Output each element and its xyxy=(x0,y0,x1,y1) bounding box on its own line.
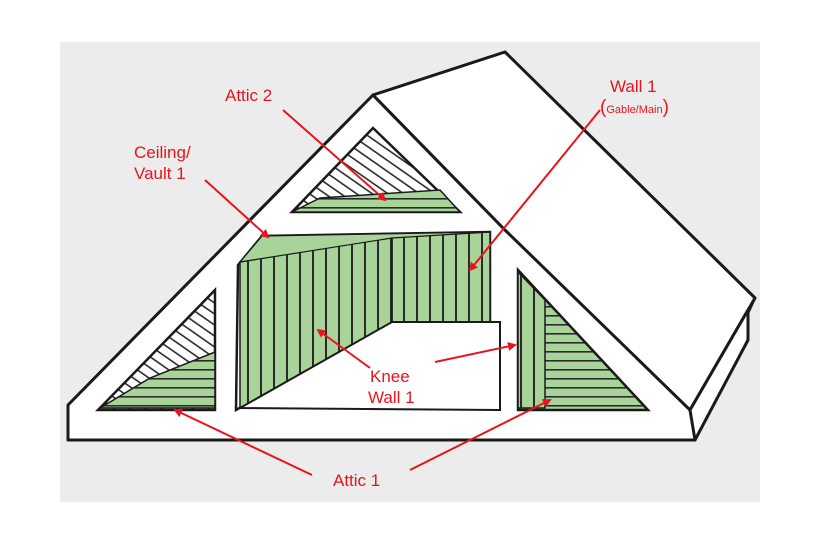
attic1-label: Attic 1 xyxy=(333,471,381,490)
attic2-floor xyxy=(291,189,462,213)
wall1-label-line2: (Gable/Main) xyxy=(600,97,669,121)
wall1-sub-label: Gable/Main xyxy=(606,104,663,116)
right-eave xyxy=(688,308,750,442)
arrows xyxy=(173,109,601,476)
wall1-close-paren: ) xyxy=(662,97,669,118)
room-back-wall xyxy=(391,231,491,323)
arrow-knee-left xyxy=(316,328,371,369)
ceiling-label-line2: Vault 1 xyxy=(134,164,186,183)
arrow-attic1-left xyxy=(173,408,313,476)
attic1-left-floor xyxy=(97,350,216,409)
arrow-wall1 xyxy=(468,109,601,272)
wall1-open-paren: ( xyxy=(600,97,607,118)
knee-label-line2: Wall 1 xyxy=(368,388,415,407)
arrow-attic1-right xyxy=(409,399,552,471)
wall1-label-line1: Wall 1 xyxy=(610,77,657,96)
room-floor xyxy=(236,321,501,412)
attic2-label: Attic 2 xyxy=(225,86,273,105)
room-ceiling xyxy=(238,231,491,263)
attic1-right-wall xyxy=(517,270,546,409)
arrow-knee-right xyxy=(434,342,517,363)
wall1-label: Wall 1 (Gable/Main) xyxy=(600,76,669,121)
arrow-attic2 xyxy=(282,109,387,202)
ceiling-vault-label: Ceiling/ Vault 1 xyxy=(134,142,191,184)
arrow-ceiling xyxy=(204,179,270,239)
knee-label-line1: Knee xyxy=(370,367,410,386)
ceiling-label-line1: Ceiling/ xyxy=(134,143,191,162)
knee-wall-label: Knee Wall 1 xyxy=(368,366,415,408)
